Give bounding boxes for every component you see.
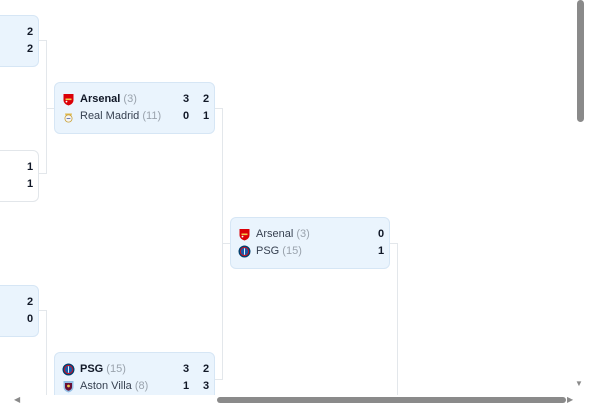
scroll-left-arrow-icon[interactable]: ◀ <box>14 395 21 404</box>
leg1-score: 3 <box>182 363 190 375</box>
arsenal-crest-icon <box>63 94 74 106</box>
team-name: PSG (15) <box>80 363 126 375</box>
r16-match-card[interactable]: 2 2 <box>0 15 39 67</box>
connector-line <box>222 243 230 244</box>
team-name: Arsenal (3) <box>256 228 310 240</box>
team-name: Arsenal (3) <box>80 93 137 105</box>
aston-villa-crest-icon <box>63 381 74 393</box>
team-row: PSG (15) 1 <box>231 243 389 260</box>
team-name: PSG (15) <box>256 245 302 257</box>
score: 2 <box>26 43 34 55</box>
score: 2 <box>26 296 34 308</box>
leg2-score: 3 <box>202 380 210 392</box>
connector-line <box>39 40 47 174</box>
connector-line <box>39 310 47 395</box>
connector-line <box>215 108 223 380</box>
leg2-score: 1 <box>202 110 210 122</box>
leg1-score: 3 <box>182 93 190 105</box>
scroll-right-arrow-icon[interactable]: ▶ <box>567 395 574 404</box>
bracket-viewport[interactable]: 2 2 1 1 2 0 Arsenal (3) 3 2 Real Madrid … <box>0 0 574 395</box>
team-row: PSG (15) 3 2 <box>55 361 214 378</box>
horizontal-scrollbar-thumb[interactable] <box>217 397 566 403</box>
team-name: Real Madrid (11) <box>80 110 162 122</box>
team-row: Arsenal (3) 0 <box>231 226 389 243</box>
leg1-score: 1 <box>182 380 190 392</box>
quarterfinal-match-card[interactable]: Arsenal (3) 3 2 Real Madrid (11) 0 1 <box>54 82 215 134</box>
score: 2 <box>26 26 34 38</box>
leg1-score: 0 <box>182 110 190 122</box>
team-row: Real Madrid (11) 0 1 <box>55 108 214 125</box>
r16-match-card[interactable]: 1 1 <box>0 150 39 202</box>
psg-crest-icon <box>62 363 75 376</box>
aggregate-score: 0 <box>377 228 385 240</box>
team-row: Aston Villa (8) 1 3 <box>55 378 214 395</box>
arsenal-crest-icon <box>239 229 250 241</box>
connector-line <box>46 108 54 109</box>
score: 1 <box>26 178 34 190</box>
score: 0 <box>26 313 34 325</box>
connector-line <box>390 243 398 395</box>
semifinal-match-card[interactable]: Arsenal (3) 0 PSG (15) 1 <box>230 217 390 269</box>
leg2-score: 2 <box>202 93 210 105</box>
team-row: Arsenal (3) 3 2 <box>55 91 214 108</box>
r16-match-card[interactable]: 2 0 <box>0 285 39 337</box>
scroll-down-arrow-icon[interactable]: ▼ <box>575 379 583 388</box>
team-name: Aston Villa (8) <box>80 380 149 392</box>
score: 1 <box>26 161 34 173</box>
psg-crest-icon <box>238 245 251 258</box>
leg2-score: 2 <box>202 363 210 375</box>
vertical-scrollbar-thumb[interactable] <box>577 0 584 122</box>
aggregate-score: 1 <box>377 245 385 257</box>
real-madrid-crest-icon <box>64 113 73 123</box>
quarterfinal-match-card[interactable]: PSG (15) 3 2 Aston Villa (8) 1 3 <box>54 352 215 395</box>
